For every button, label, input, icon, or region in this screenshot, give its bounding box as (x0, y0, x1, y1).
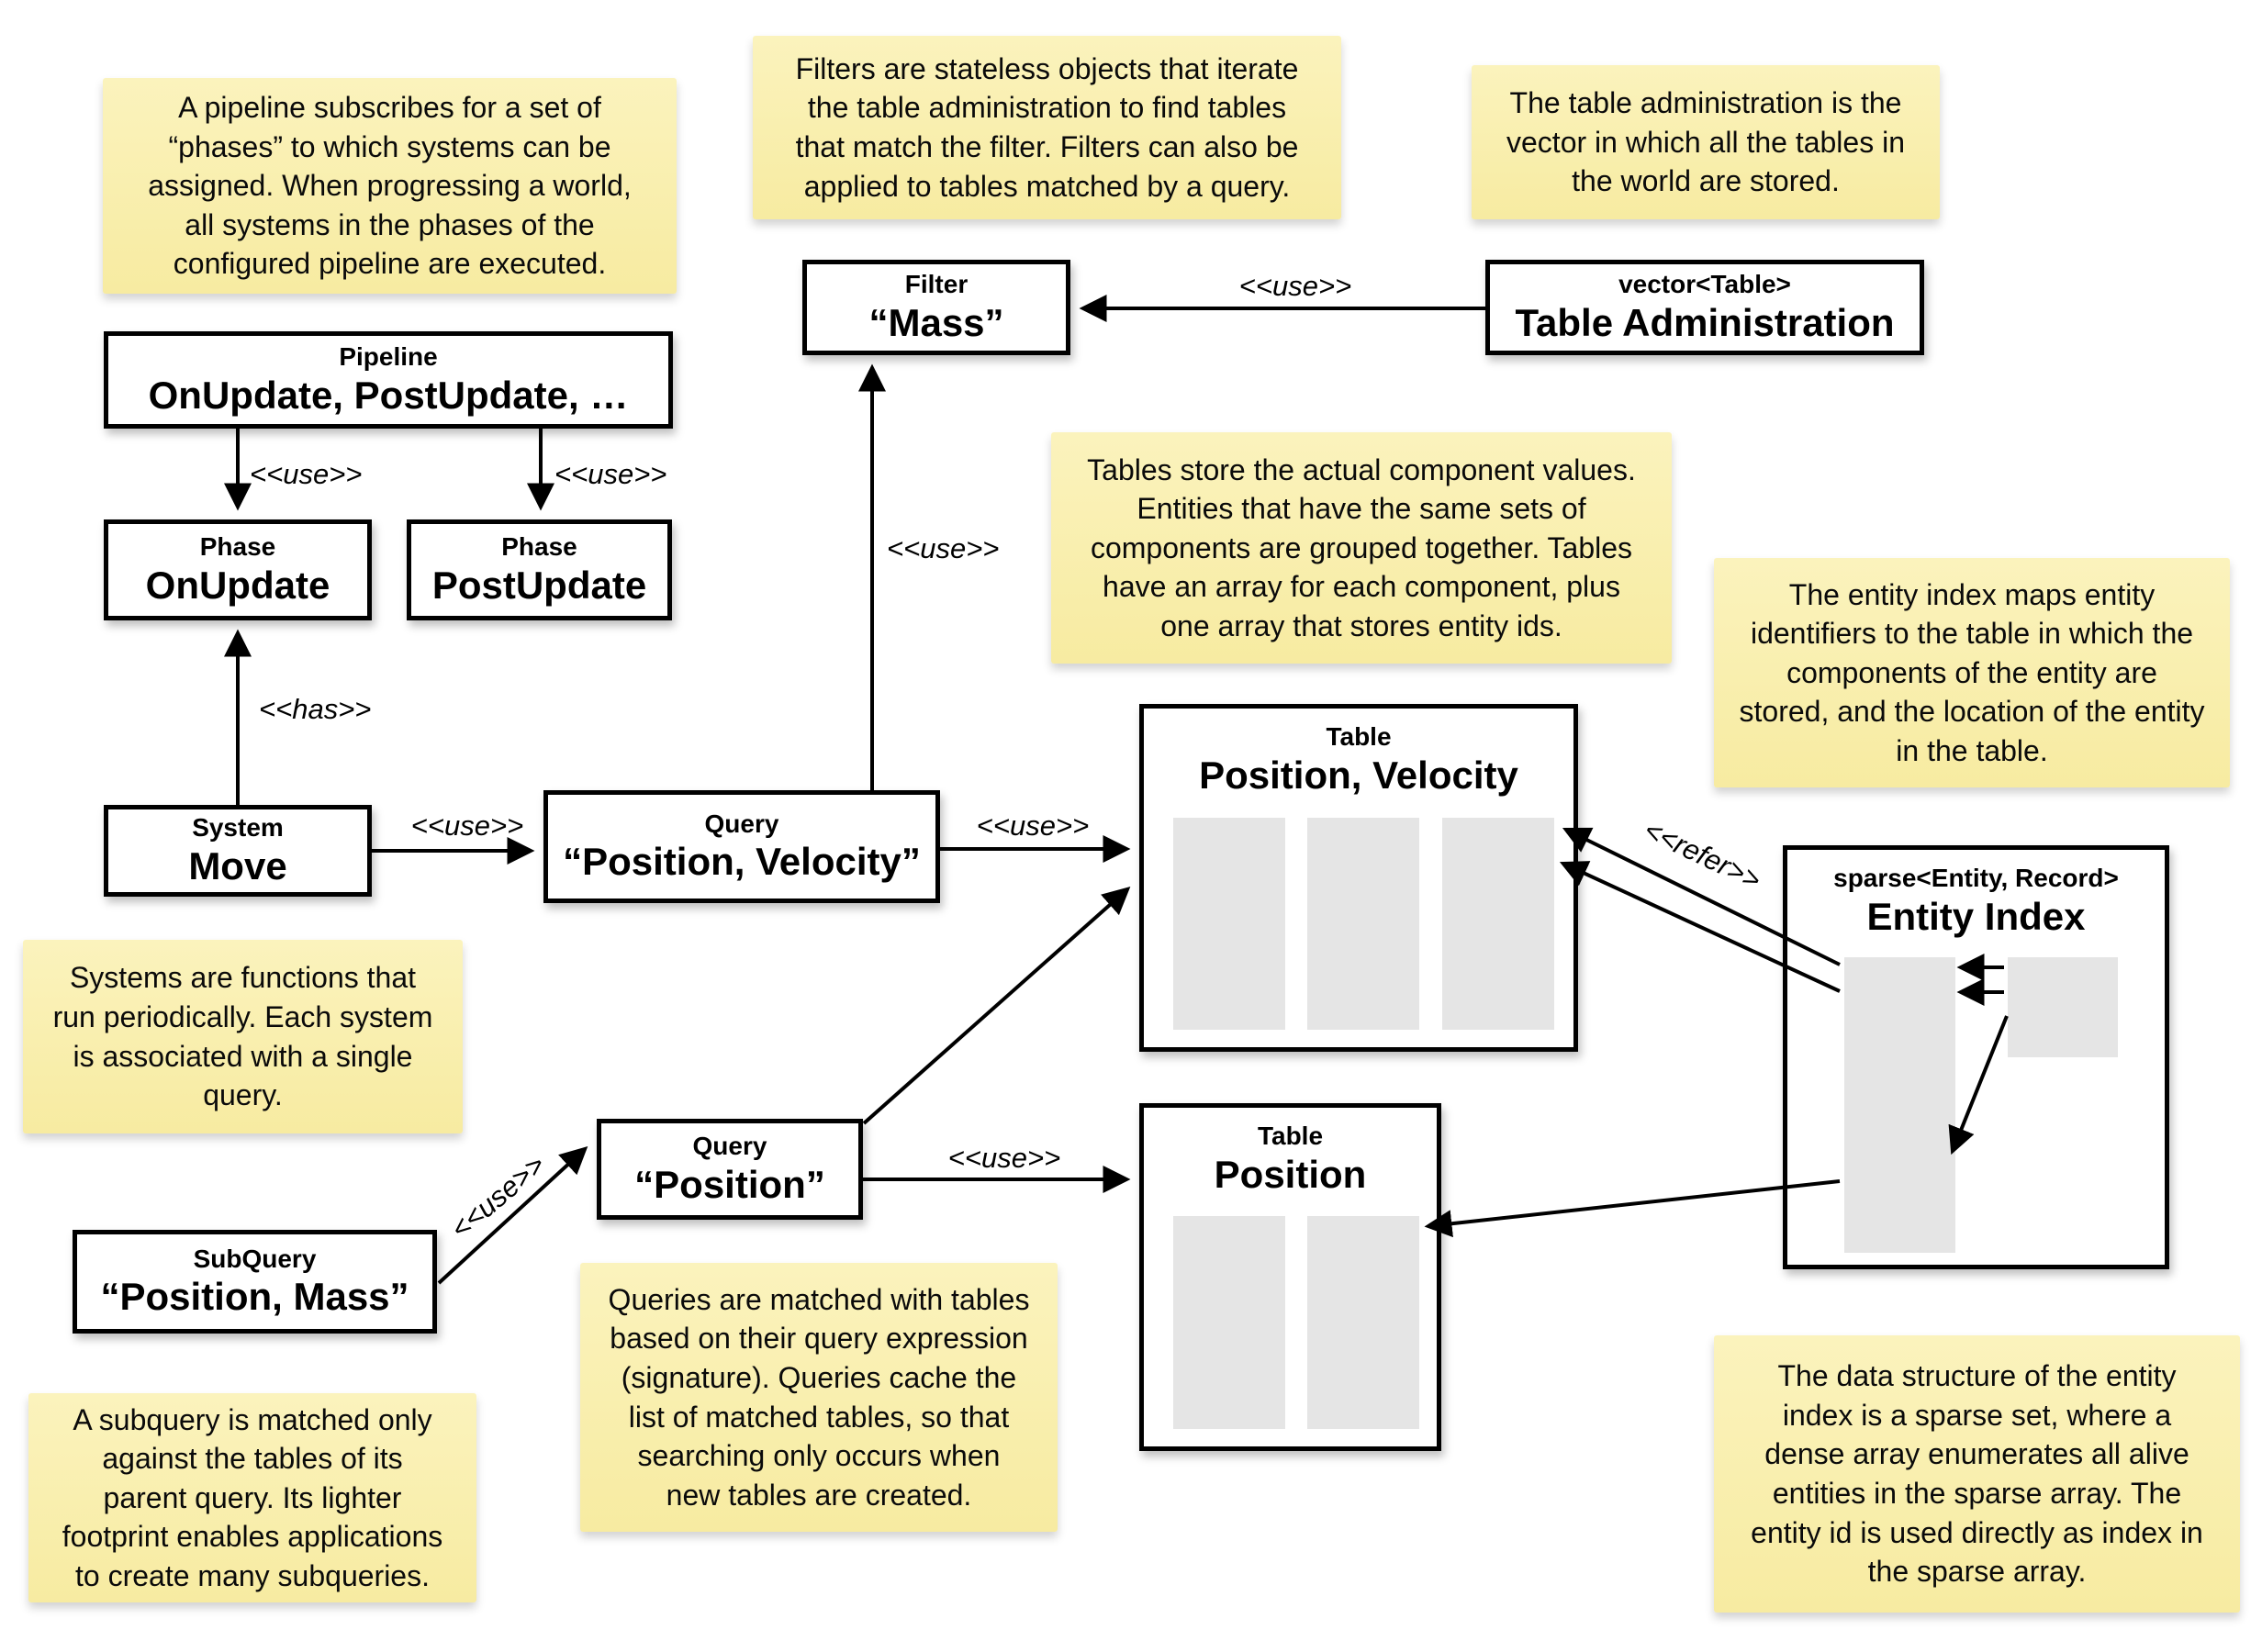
box-system-move: System Move (104, 805, 372, 897)
box-query-position-title: Query (692, 1132, 767, 1160)
box-table-position: Table Position (1139, 1103, 1441, 1451)
box-phase-onupdate-title: Phase (199, 532, 276, 561)
box-pipeline-value: OnUpdate, PostUpdate, … (148, 373, 629, 417)
note-pipeline: A pipeline subscribes for a set of “phas… (103, 78, 677, 294)
box-filter-mass-title: Filter (904, 270, 969, 298)
box-entity-index-value: Entity Index (1866, 894, 2086, 938)
arrow-subquery-to-query-p (437, 1145, 588, 1285)
box-filter-mass: Filter “Mass” (802, 260, 1070, 355)
component-array-1 (1173, 818, 1285, 1030)
box-table-administration-title: vector<Table> (1618, 270, 1791, 298)
box-filter-mass-value: “Mass” (868, 300, 1004, 344)
note-queries: Queries are matched with tables based on… (580, 1263, 1058, 1532)
note-tables: Tables store the actual component values… (1051, 432, 1672, 664)
edge-label-pipeline-onupdate: <<use>> (250, 458, 362, 490)
box-subquery-position-mass: SubQuery “Position, Mass” (73, 1230, 437, 1334)
edge-label-pipeline-postupdate: <<use>> (554, 458, 666, 490)
edge-label-system-query: <<use>> (411, 809, 523, 842)
arrow-query-p-to-table-pv (862, 887, 1131, 1125)
box-table-administration-value: Table Administration (1515, 300, 1895, 344)
box-system-move-title: System (192, 813, 284, 842)
box-phase-postupdate-value: PostUpdate (431, 563, 647, 607)
box-subquery-position-mass-title: SubQuery (193, 1244, 317, 1273)
box-phase-postupdate: Phase PostUpdate (407, 519, 672, 620)
box-table-position-title: Table (1257, 1122, 1324, 1150)
note-sparse-set: The data structure of the entity index i… (1714, 1335, 2240, 1613)
note-table-admin: The table administration is the vector i… (1472, 65, 1940, 219)
box-query-position-velocity-value: “Position, Velocity” (563, 840, 921, 884)
box-phase-onupdate-value: OnUpdate (145, 563, 330, 607)
edge-label-query-filter: <<use>> (887, 532, 999, 564)
component-array-3 (1442, 818, 1554, 1030)
box-entity-index: sparse<Entity, Record> Entity Index (1783, 845, 2169, 1269)
note-subquery: A subquery is matched only against the t… (28, 1393, 476, 1602)
edge-label-query-table-pv: <<use>> (977, 809, 1089, 842)
component-array-2 (1307, 818, 1419, 1030)
component-array-5 (1307, 1216, 1419, 1429)
box-table-position-velocity-title: Table (1326, 722, 1392, 751)
edge-label-system-has-phase: <<has>> (259, 693, 371, 725)
box-table-position-value: Position (1214, 1152, 1367, 1196)
box-table-administration: vector<Table> Table Administration (1485, 260, 1924, 355)
edge-label-subquery-query: <<use>> (444, 1148, 551, 1245)
box-table-position-velocity-value: Position, Velocity (1199, 753, 1518, 797)
note-systems: Systems are functions that run periodica… (23, 940, 463, 1133)
box-system-move-value: Move (188, 843, 287, 887)
box-query-position: Query “Position” (597, 1119, 863, 1220)
box-query-position-velocity-title: Query (704, 809, 779, 838)
note-entity-index: The entity index maps entity identifiers… (1714, 558, 2230, 787)
box-table-position-velocity: Table Position, Velocity (1139, 704, 1578, 1052)
box-query-position-value: “Position” (634, 1162, 825, 1206)
edge-label-entityindex-refer: <<refer>> (1640, 813, 1766, 896)
arrow-entityindex-to-table-p (1424, 1179, 1841, 1238)
box-entity-index-title: sparse<Entity, Record> (1833, 864, 2119, 892)
box-query-position-velocity: Query “Position, Velocity” (543, 790, 940, 903)
box-pipeline-title: Pipeline (339, 342, 438, 371)
box-phase-onupdate: Phase OnUpdate (104, 519, 372, 620)
edge-label-tableadmin-filter: <<use>> (1239, 270, 1351, 302)
dense-array (2008, 957, 2118, 1057)
box-pipeline: Pipeline OnUpdate, PostUpdate, … (104, 331, 673, 429)
sparse-array (1844, 957, 1955, 1253)
component-array-4 (1173, 1216, 1285, 1429)
box-subquery-position-mass-value: “Position, Mass” (100, 1275, 409, 1319)
edge-label-query-p-table-p: <<use>> (948, 1142, 1060, 1174)
note-filters: Filters are stateless objects that itera… (753, 36, 1341, 219)
box-phase-postupdate-title: Phase (501, 532, 577, 561)
